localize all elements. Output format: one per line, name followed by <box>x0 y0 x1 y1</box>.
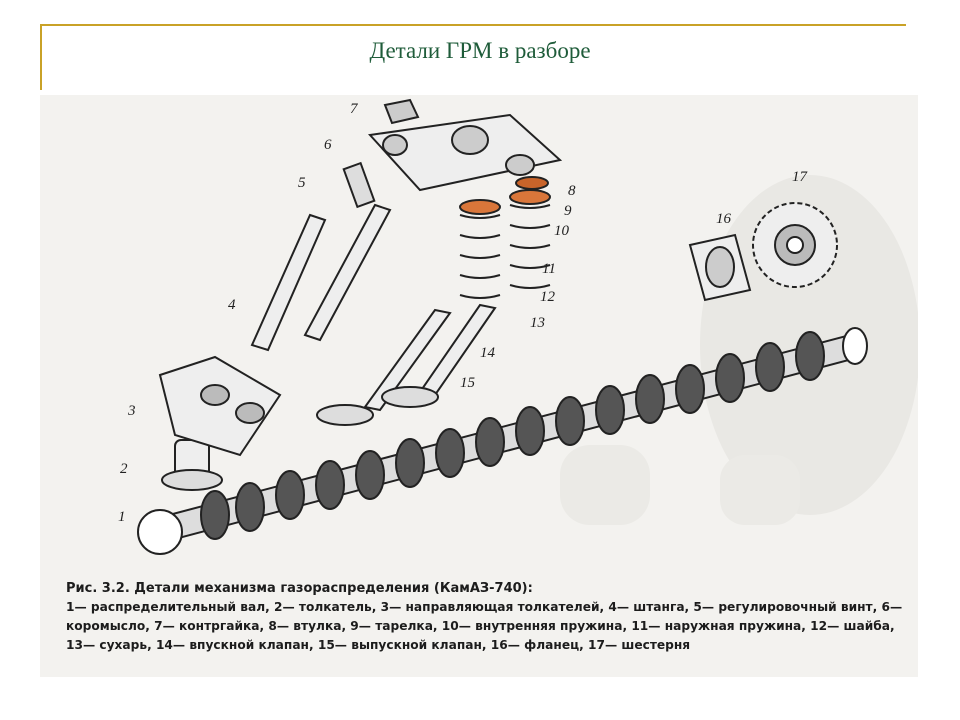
callout-9: 9 <box>564 203 572 219</box>
engine-parts-illustration <box>40 95 918 677</box>
callout-1: 1 <box>118 509 126 525</box>
tappet-guide <box>158 355 282 457</box>
valve-springs <box>459 204 551 299</box>
callout-5: 5 <box>298 175 306 191</box>
tappet <box>161 439 223 491</box>
callout-7: 7 <box>350 101 358 117</box>
push-rods <box>250 203 392 352</box>
scanned-figure: 7 6 5 8 9 10 11 12 13 4 14 15 16 17 3 2 … <box>40 95 918 677</box>
callout-17: 17 <box>792 169 807 185</box>
spring-retainers <box>459 176 551 215</box>
callout-10: 10 <box>554 223 569 239</box>
callout-8: 8 <box>568 183 576 199</box>
callout-2: 2 <box>120 461 128 477</box>
gear <box>752 202 838 288</box>
caption-title: Рис. 3.2. Детали механизма газораспредел… <box>66 581 533 596</box>
callout-4: 4 <box>228 297 236 313</box>
adjusting-screw <box>342 161 376 209</box>
title-rule-left <box>40 24 42 90</box>
slide-title: Детали ГРМ в разборе <box>369 38 591 63</box>
callout-16: 16 <box>716 211 731 227</box>
caption-body: 1— распределительный вал, 2— толкатель, … <box>66 600 903 652</box>
camshaft <box>137 327 868 555</box>
callout-14: 14 <box>480 345 495 361</box>
flange <box>688 233 752 302</box>
callout-13: 13 <box>530 315 545 331</box>
title-rule-top <box>40 24 906 26</box>
callout-11: 11 <box>542 261 556 277</box>
callout-12: 12 <box>540 289 555 305</box>
figure-caption: Рис. 3.2. Детали механизма газораспредел… <box>66 579 906 655</box>
rocker-arm <box>367 98 563 192</box>
callout-3: 3 <box>128 403 136 419</box>
callout-6: 6 <box>324 137 332 153</box>
valves <box>316 303 497 426</box>
callout-15: 15 <box>460 375 475 391</box>
